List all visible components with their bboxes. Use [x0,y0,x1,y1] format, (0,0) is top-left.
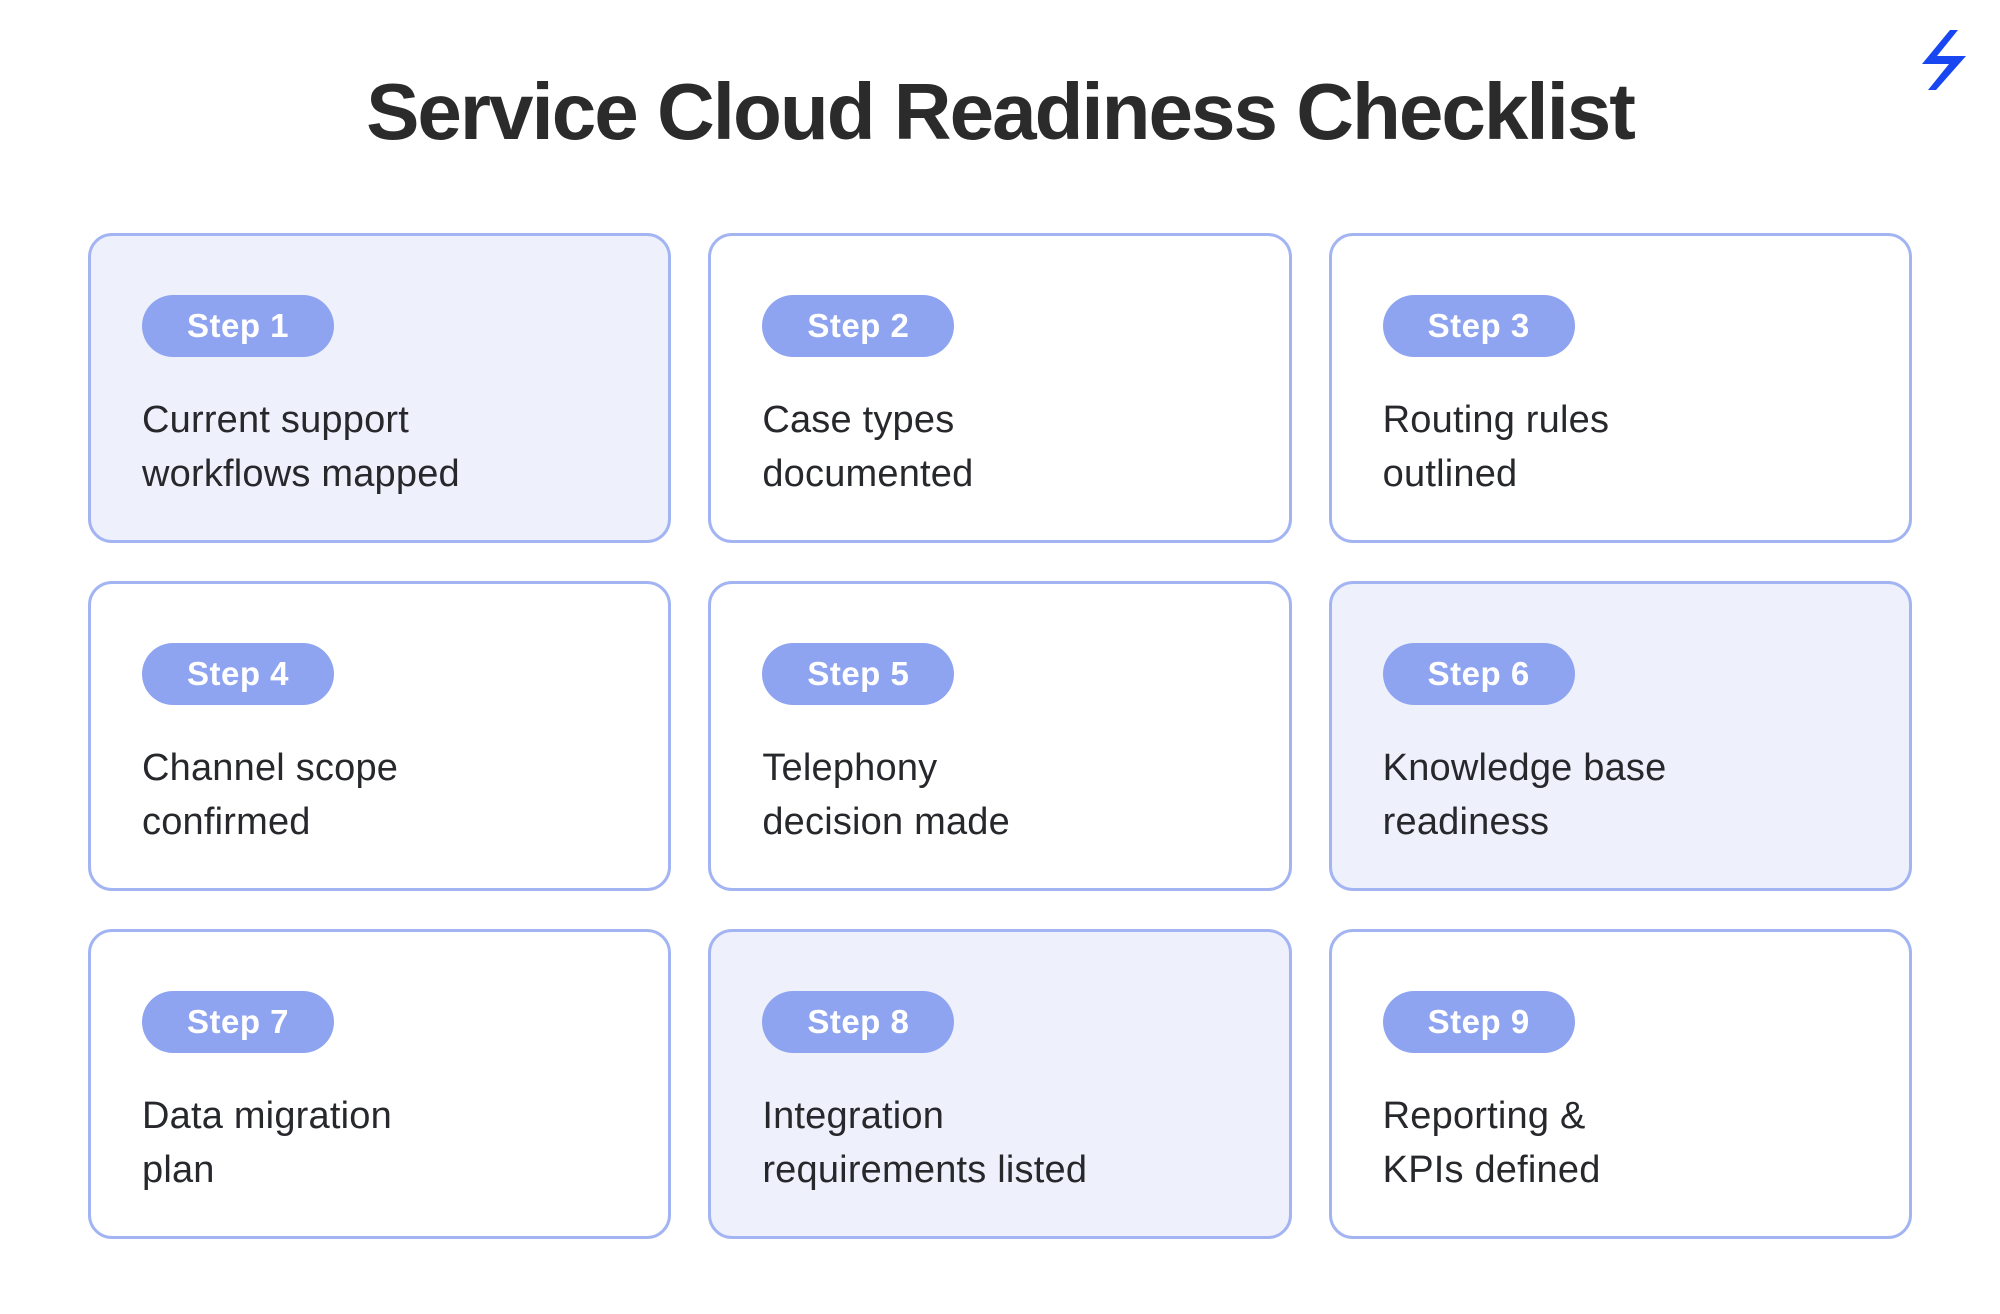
step-card-6: Step 6 Knowledge base readiness [1328,581,1912,891]
step-badge: Step 9 [1382,991,1575,1053]
checklist-grid: Step 1 Current support workflows mapped … [88,233,1912,1239]
page-title: Service Cloud Readiness Checklist [366,67,1636,156]
step-card-2: Step 2 Case types documented [708,233,1292,543]
step-card-label: Reporting & KPIs defined [1382,1095,1601,1191]
step-badge: Step 5 [762,643,955,705]
step-card-7: Step 7 Data migration plan [88,929,672,1239]
step-card-9: Step 9 Reporting & KPIs defined [1328,929,1912,1239]
step-badge: Step 8 [762,991,955,1053]
lightning-bolt-icon [1916,30,1972,90]
step-badge: Step 3 [1382,295,1575,357]
step-card-label: Routing rules outlined [1382,399,1610,495]
step-card-label: Case types documented [762,399,974,495]
step-badge: Step 2 [762,295,955,357]
step-badge: Step 6 [1382,643,1575,705]
step-card-label: Current support workflows mapped [142,399,460,495]
step-card-label: Data migration plan [142,1095,392,1191]
step-card-8: Step 8 Integration requirements listed [708,929,1292,1239]
step-card-label: Channel scope confirmed [142,747,399,843]
step-card-label: Integration requirements listed [762,1095,1088,1191]
step-card-4: Step 4 Channel scope confirmed [88,581,672,891]
step-card-label: Knowledge base readiness [1382,747,1667,843]
step-badge: Step 7 [142,991,335,1053]
step-card-1: Step 1 Current support workflows mapped [88,233,672,543]
step-badge: Step 1 [142,295,335,357]
step-badge: Step 4 [142,643,335,705]
step-card-label: Telephony decision made [762,747,1010,843]
step-card-3: Step 3 Routing rules outlined [1328,233,1912,543]
step-card-5: Step 5 Telephony decision made [708,581,1292,891]
